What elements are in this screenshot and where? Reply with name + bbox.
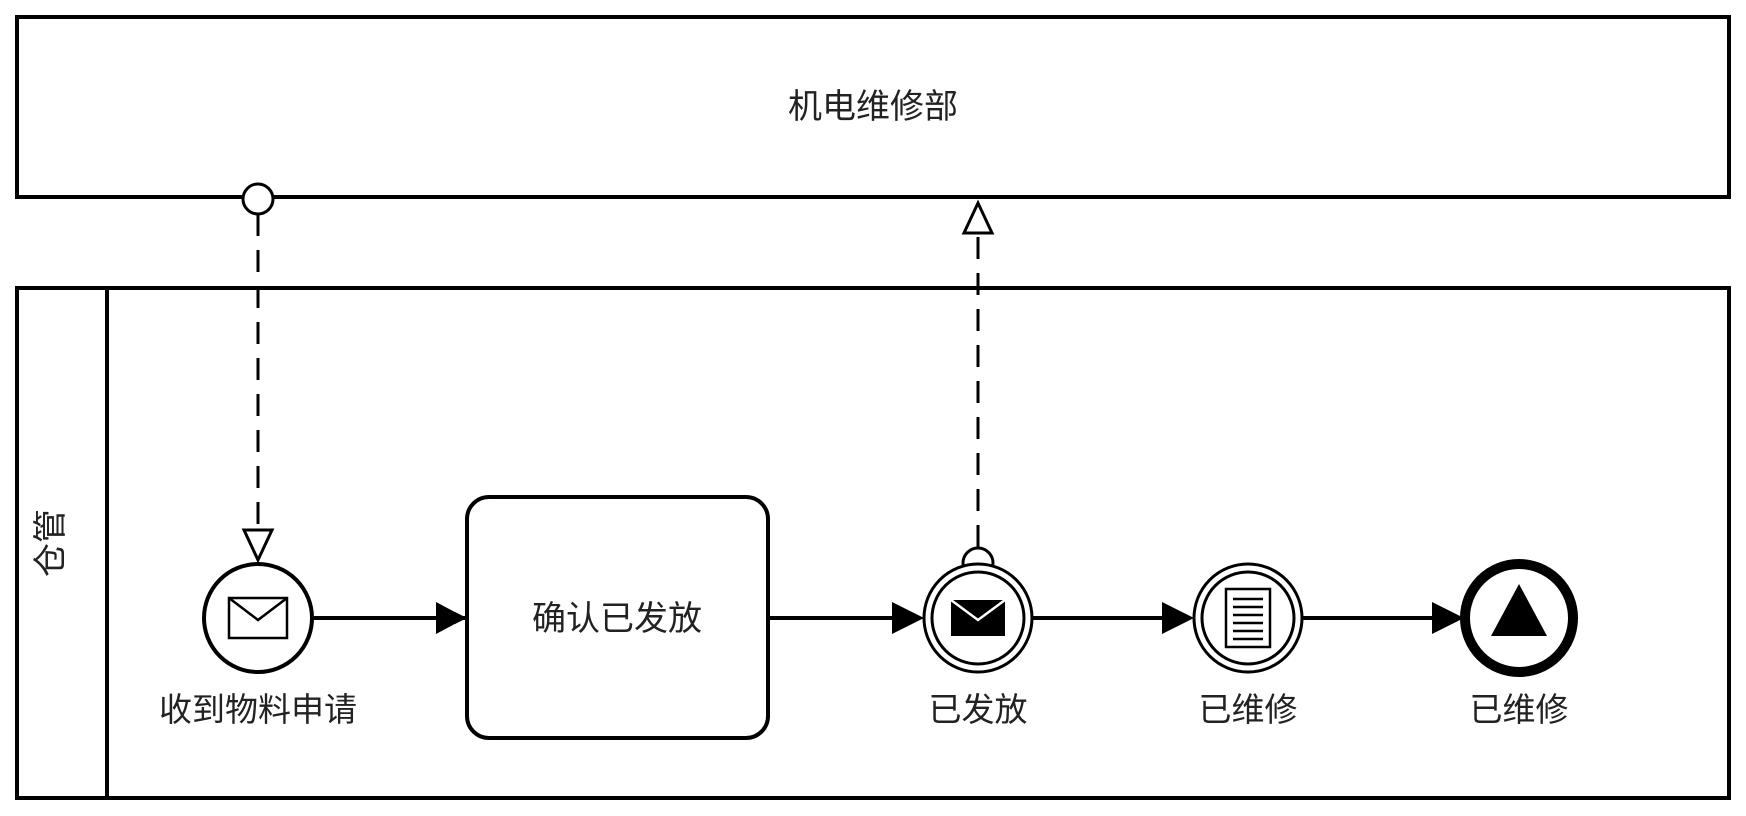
end-event-repaired[interactable]: 已维修 — [1460, 559, 1578, 729]
triangle-icon — [1491, 584, 1547, 636]
conditional-event-label: 已维修 — [1199, 690, 1298, 729]
throw-event-label: 已发放 — [929, 690, 1028, 729]
sequence-flow-throw-to-conditional[interactable] — [1032, 602, 1194, 634]
sequence-flow-start-to-task[interactable] — [312, 602, 467, 634]
message-flow-source-circle — [241, 182, 275, 216]
start-event-material-request[interactable]: 收到物料申请 — [159, 562, 357, 729]
sequence-flow-conditional-to-end[interactable] — [1302, 602, 1464, 634]
envelope-icon — [227, 596, 289, 640]
task-label: 确认已发放 — [532, 599, 702, 639]
end-event-label: 已维修 — [1470, 690, 1569, 729]
message-flow-incoming[interactable] — [241, 182, 275, 564]
intermediate-event-repaired[interactable]: 已维修 — [1192, 562, 1304, 729]
pool-label: 机电维修部 — [788, 87, 958, 127]
start-event-label: 收到物料申请 — [159, 690, 357, 729]
lane-label: 仓管 — [31, 509, 71, 577]
task-confirm-issued[interactable]: 确认已发放 — [465, 495, 770, 740]
pool-warehouse[interactable]: 仓管 — [15, 286, 1731, 800]
document-icon — [1224, 587, 1272, 649]
message-flow-arrowhead — [961, 199, 995, 235]
envelope-filled-icon — [950, 598, 1006, 636]
sequence-flow-task-to-throw[interactable] — [770, 602, 924, 634]
message-flow-arrowhead — [241, 528, 275, 564]
pool-maintenance-department[interactable]: 机电维修部 — [15, 15, 1731, 199]
intermediate-event-issued[interactable]: 已发放 — [922, 562, 1034, 729]
